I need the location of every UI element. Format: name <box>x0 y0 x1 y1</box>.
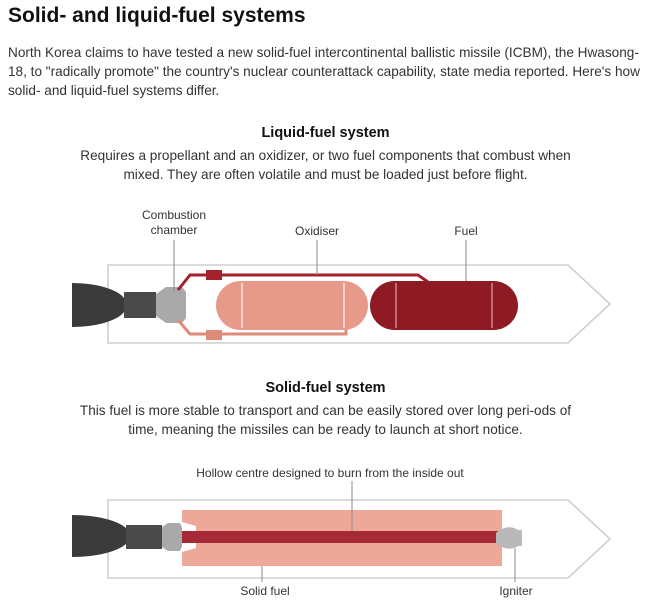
igniter <box>496 527 522 549</box>
igniter-label: Igniter <box>499 584 533 598</box>
hollow-centre-core <box>182 531 502 543</box>
solid-section-description: This fuel is more stable to transport an… <box>79 403 572 437</box>
liquid-nozzle <box>72 283 124 327</box>
fuel-label: Fuel <box>454 224 478 238</box>
solid-missile-outline <box>107 499 612 579</box>
pipe-valve-top <box>206 270 222 280</box>
liquid-missile-outline <box>107 264 612 344</box>
liquid-section-title: Liquid-fuel system <box>261 125 390 141</box>
fuel-tank-body <box>370 281 518 330</box>
solid-nozzle <box>72 515 126 557</box>
page-title: Solid- and liquid-fuel systems <box>8 4 306 27</box>
combustion-chamber <box>156 287 186 323</box>
liquid-pipes <box>176 270 429 340</box>
oxidiser-tank <box>216 281 368 330</box>
intro-paragraph: North Korea claims to have tested a new … <box>8 45 640 98</box>
solid-missile <box>72 481 612 582</box>
liquid-missile <box>72 240 612 344</box>
oxidiser-label: Oxidiser <box>294 224 339 238</box>
solid-chamber-neck <box>126 525 162 549</box>
fuel-pipe <box>176 319 348 336</box>
hollow-centre-label: Hollow centre designed to burn from the … <box>196 466 464 480</box>
pipe-valve-bottom <box>206 330 222 340</box>
oxidiser-tank-body <box>216 281 368 330</box>
fuel-tank <box>370 281 518 330</box>
liquid-chamber-neck <box>124 292 156 318</box>
oxidiser-pipe <box>176 273 429 291</box>
solid-fuel-label: Solid fuel <box>240 584 290 598</box>
liquid-section-description: Requires a propellant and an oxidizer, o… <box>80 148 571 182</box>
solid-chamber <box>162 523 182 551</box>
solid-section-title: Solid-fuel system <box>265 380 386 396</box>
combustion-chamber-label: Combustion chamber <box>141 208 207 237</box>
